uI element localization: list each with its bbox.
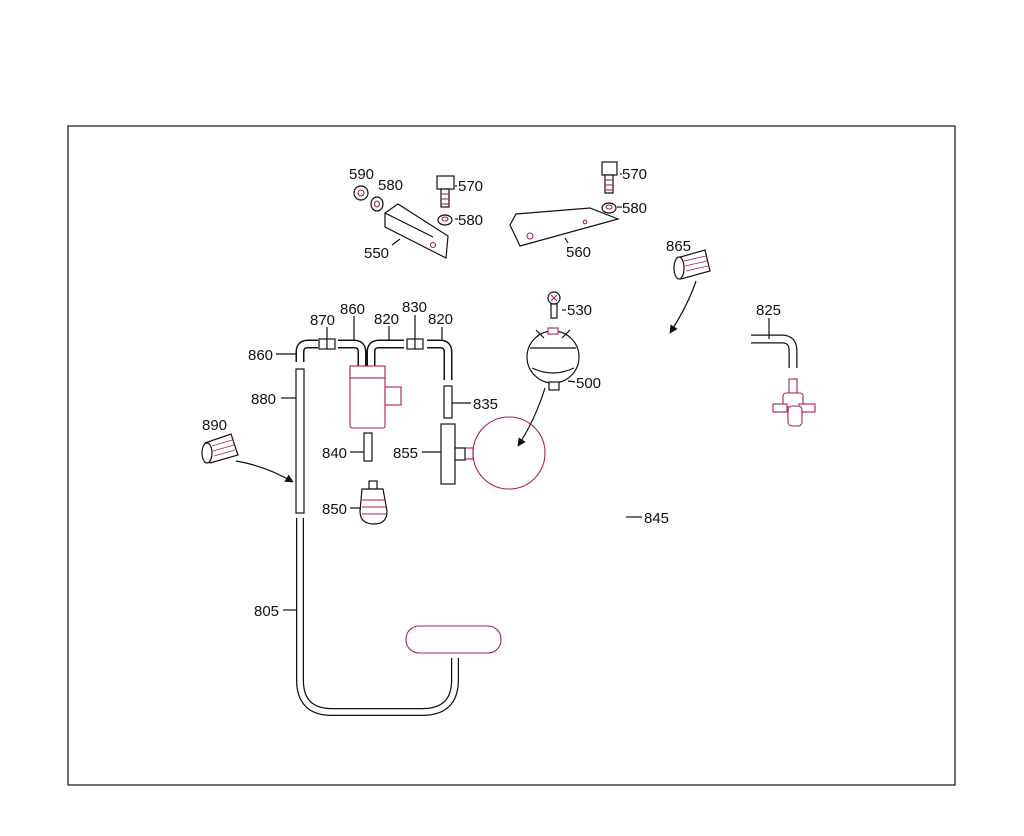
bolt-570-left: [436, 175, 455, 208]
label-835: 835: [473, 396, 498, 413]
washer-580-left: [370, 196, 384, 212]
label-820: 820: [374, 311, 399, 328]
label-840: 840: [322, 445, 347, 462]
label-530: 530: [567, 302, 592, 319]
tube-835: [443, 385, 453, 419]
label-865: 865: [666, 238, 691, 255]
leader-lines: [276, 173, 770, 611]
arrow-865: [669, 280, 697, 334]
filter-850: [359, 480, 388, 525]
label-550: 550: [364, 245, 389, 262]
washer-580-middle: [437, 214, 453, 226]
label-580: 580: [622, 200, 647, 217]
label-845: 845: [644, 510, 669, 527]
connector-830: [406, 338, 424, 350]
bracket-550: [384, 203, 449, 259]
hose-sleeve-865: [673, 249, 711, 280]
chamber-outline: [455, 416, 546, 490]
arrow-890: [235, 460, 294, 483]
bracket-560: [509, 207, 620, 247]
reservoir-capsule: [405, 625, 502, 654]
diagram-frame: [67, 125, 956, 786]
tube-840: [363, 432, 373, 462]
label-870: 870: [310, 312, 335, 329]
label-830: 830: [402, 299, 427, 316]
label-850: 850: [322, 501, 347, 518]
hose-880: [295, 368, 305, 514]
part-labels: 590 580 570 580 550 570 580 560 865 825 …: [202, 166, 781, 620]
arrow-500: [517, 387, 546, 447]
hose-sleeve-890: [201, 433, 239, 464]
label-580: 580: [378, 177, 403, 194]
label-590: 590: [349, 166, 374, 183]
label-570: 570: [458, 178, 483, 195]
label-855: 855: [393, 445, 418, 462]
washer-580-right: [601, 202, 617, 214]
label-820: 820: [428, 311, 453, 328]
label-825: 825: [756, 302, 781, 319]
label-860: 860: [248, 347, 273, 364]
label-860: 860: [340, 301, 365, 318]
filter-housing: [349, 365, 402, 429]
label-890: 890: [202, 417, 227, 434]
label-580: 580: [458, 212, 483, 229]
label-560: 560: [566, 244, 591, 261]
bolt-570-right: [601, 161, 618, 194]
tee-fitting-855: [440, 423, 466, 485]
label-570: 570: [622, 166, 647, 183]
label-880: 880: [251, 391, 276, 408]
valve-fitting-825: [772, 378, 816, 427]
label-805: 805: [254, 603, 279, 620]
label-500: 500: [576, 375, 601, 392]
connector-870: [318, 338, 336, 350]
nut-590: [353, 185, 369, 201]
vacuum-line-805: [296, 518, 459, 716]
screw-530: [547, 291, 561, 319]
vacuum-reservoir-500: [526, 327, 580, 391]
